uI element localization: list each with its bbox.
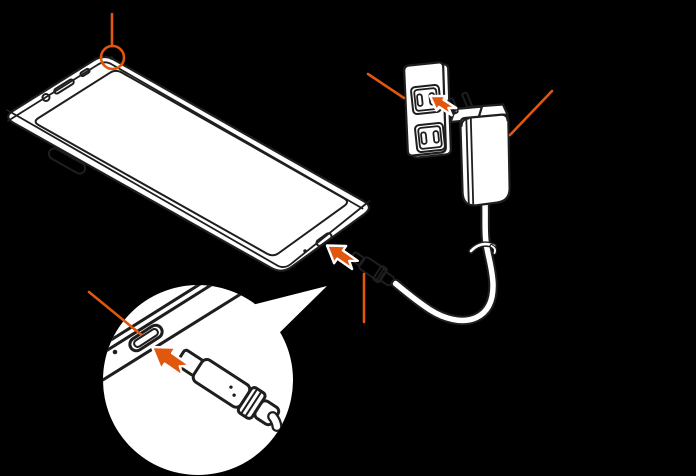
mag-phone-glass-edge: [103, 285, 242, 352]
earpiece-speaker: [53, 78, 75, 95]
socket-slot: [420, 131, 428, 145]
phone: [6, 55, 371, 272]
notification-lamp: [109, 56, 114, 60]
magnifier-inset: [87, 285, 327, 475]
ac-adapter: [390, 91, 511, 326]
top-edge-slot: [79, 67, 91, 78]
charging-cable: [390, 197, 498, 326]
mag-phone-bottom-edge: [103, 285, 270, 390]
plug-boot: [379, 271, 395, 287]
callout-line-outlet: [366, 72, 406, 100]
adapter-contour: [465, 117, 470, 206]
highlight-circle-lamp: [99, 44, 126, 71]
front-camera: [41, 93, 51, 102]
insert-arrow-mag-port: [150, 345, 192, 378]
phone-face-seam: [6, 109, 371, 268]
insert-arrow-port: [325, 244, 359, 271]
callout-line-adapter: [508, 89, 554, 137]
adapter-contour: [460, 117, 470, 127]
bottom-mic-hole: [303, 249, 307, 253]
mag-phone-glass-edge: [103, 285, 245, 358]
socket-slot: [416, 93, 424, 107]
adapter-contour: [501, 113, 509, 122]
plug-blade: [461, 91, 473, 109]
socket-slot: [432, 130, 440, 144]
insert-arrow-outlet: [428, 94, 458, 117]
callout-line-mag-port: [87, 290, 143, 336]
phone-glass-edge: [7, 61, 364, 210]
usb-port: [315, 232, 333, 247]
adapter-contour: [469, 116, 475, 205]
mag-mic-hole: [112, 349, 118, 355]
cable-tie: [468, 241, 498, 255]
usb-type-c-plug: [349, 251, 395, 287]
phone-screen: [34, 69, 349, 257]
side-power-button: [47, 147, 87, 175]
outlet-socket-lower: [414, 122, 446, 153]
mag-usb-port: [128, 323, 164, 353]
wall-outlet: [403, 61, 452, 159]
callouts: [99, 12, 554, 324]
